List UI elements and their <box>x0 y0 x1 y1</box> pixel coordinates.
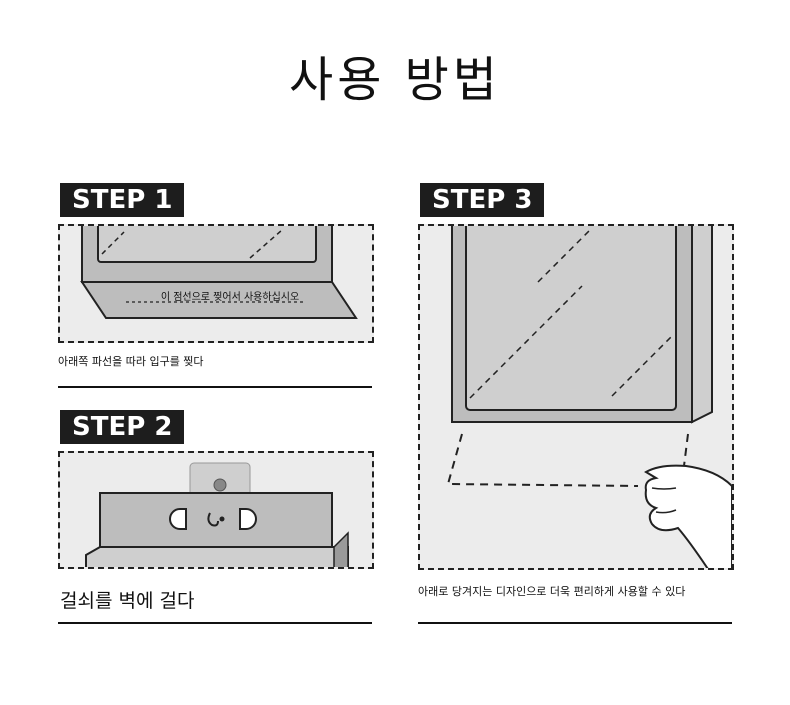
hand-icon <box>644 464 732 568</box>
step-3-tag: STEP 3 <box>420 183 545 217</box>
tear-line-label: 이 점선으로 찢어서 사용하십시오 <box>160 292 300 303</box>
step-1-divider <box>58 386 372 388</box>
step-1-caption: 아래쪽 파선을 따라 입구를 찢다 <box>58 355 204 368</box>
step-3-panel <box>418 224 734 570</box>
pull-down-illustration <box>446 226 732 568</box>
page-title: 사용 방법 <box>289 52 501 108</box>
step-1-panel: 이 점선으로 찢어서 사용하십시오 <box>58 224 374 343</box>
step-2-panel <box>58 451 374 569</box>
step-3-divider <box>418 622 732 624</box>
step-2-divider <box>58 622 372 624</box>
step-2-caption: 걸쇠를 벽에 걸다 <box>60 590 195 612</box>
tissue-box-bottom-illustration <box>80 226 358 319</box>
step-2-tag: STEP 2 <box>60 410 185 444</box>
step-3-caption: 아래로 당겨지는 디자인으로 더욱 편리하게 사용할 수 있다 <box>418 585 686 598</box>
step-1-tag: STEP 1 <box>60 183 185 217</box>
wall-hook-illustration <box>85 462 349 567</box>
